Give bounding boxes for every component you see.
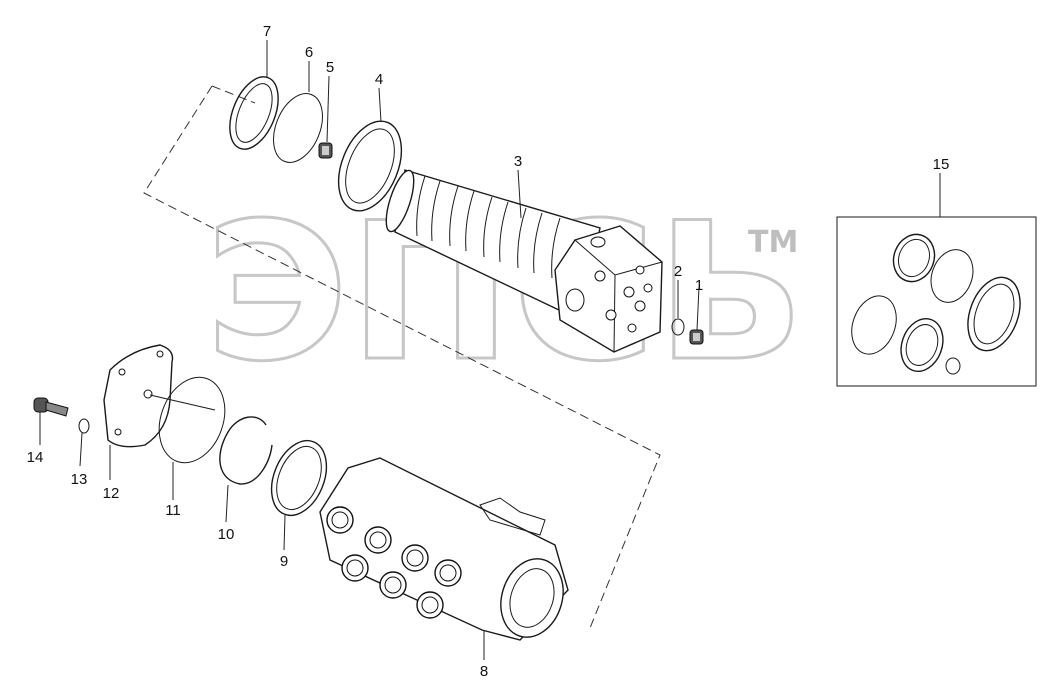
part-9-ring bbox=[270, 439, 328, 517]
part-11-gasket bbox=[158, 376, 226, 464]
callout-15: 15 bbox=[933, 156, 950, 173]
part-12-end-cover bbox=[103, 344, 216, 448]
callout-13: 13 bbox=[71, 471, 88, 488]
leader-lines bbox=[39, 40, 941, 660]
callouts: 7 6 5 4 3 2 1 15 14 13 12 11 10 9 8 bbox=[27, 23, 950, 680]
part-15-seal-kit bbox=[836, 216, 1037, 387]
assembly-dashed-outline-top bbox=[211, 85, 256, 104]
part-6-shim bbox=[273, 93, 323, 163]
callout-10: 10 bbox=[218, 526, 235, 543]
part-3-spool bbox=[385, 169, 663, 353]
valve-body-ports bbox=[326, 506, 462, 619]
callout-1: 1 bbox=[695, 277, 703, 294]
part-10-snap-ring bbox=[219, 416, 273, 485]
part-4-seal-ring bbox=[337, 120, 403, 212]
callout-11: 11 bbox=[165, 502, 181, 519]
part-2-o-ring bbox=[671, 318, 685, 336]
part-14-bolt bbox=[33, 397, 69, 417]
callout-2: 2 bbox=[674, 263, 682, 280]
part-5-plug bbox=[318, 142, 333, 159]
callout-3: 3 bbox=[514, 153, 522, 170]
callout-4: 4 bbox=[375, 71, 383, 88]
part-1-plug bbox=[689, 329, 704, 345]
part-7-retaining-ring bbox=[229, 76, 279, 150]
callout-6: 6 bbox=[305, 44, 313, 61]
assembly-dashed-outline bbox=[143, 85, 661, 629]
watermark-trademark: TM bbox=[748, 225, 798, 260]
callout-9: 9 bbox=[280, 553, 288, 570]
callout-12: 12 bbox=[103, 485, 120, 502]
part-13-washer bbox=[78, 418, 90, 434]
part-8-valve-body bbox=[319, 457, 569, 641]
callout-7: 7 bbox=[263, 23, 271, 40]
callout-5: 5 bbox=[326, 59, 334, 76]
callout-8: 8 bbox=[480, 663, 488, 680]
seal-kit-box bbox=[836, 216, 1037, 387]
callout-14: 14 bbox=[27, 449, 44, 466]
spool-ports bbox=[565, 236, 653, 333]
